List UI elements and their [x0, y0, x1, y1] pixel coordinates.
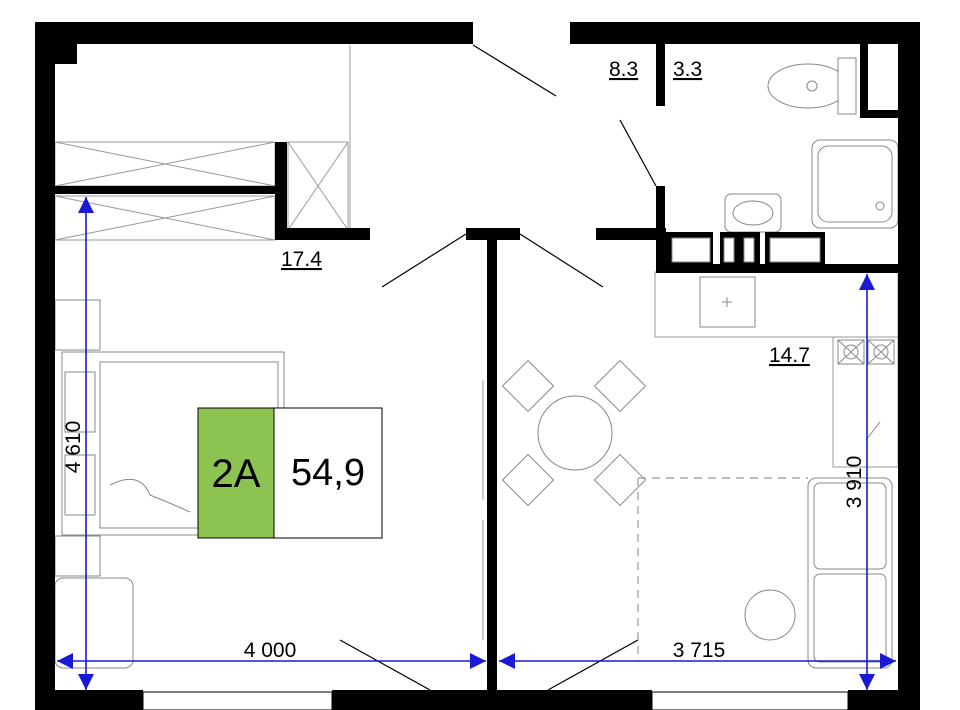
dimension-kitchen-depth: 3 910 [843, 456, 866, 509]
dining-set [501, 359, 647, 507]
total-area: 54,9 [291, 452, 365, 494]
nightstand [54, 535, 101, 577]
wall-niches [671, 237, 821, 263]
room-area-bathroom: 3.3 [673, 58, 702, 81]
windows [142, 380, 849, 710]
wardrobe [54, 45, 351, 241]
rug [637, 477, 808, 662]
toilet [767, 57, 857, 115]
apartment-code: 2A [212, 452, 261, 496]
door-swings [339, 44, 657, 691]
nightstand [54, 299, 101, 351]
shower [811, 139, 899, 229]
kitchen-counter [654, 271, 899, 468]
room-area-hallway: 8.3 [609, 58, 638, 81]
apartment-badge: 2A 54,9 [197, 407, 383, 539]
room-area-bedroom: 17.4 [281, 248, 322, 271]
dimension-lines [57, 197, 896, 690]
armchair [54, 577, 134, 669]
washbasin [724, 193, 782, 233]
dimension-bedroom-depth: 4 610 [62, 421, 85, 474]
total-area-box [273, 407, 383, 539]
room-area-kitchen-living: 14.7 [769, 344, 810, 367]
apartment-code-box [197, 407, 275, 539]
dimension-bedroom-width: 4 000 [244, 639, 297, 662]
dimension-kitchen-width: 3 715 [673, 639, 726, 662]
stove [837, 339, 895, 365]
